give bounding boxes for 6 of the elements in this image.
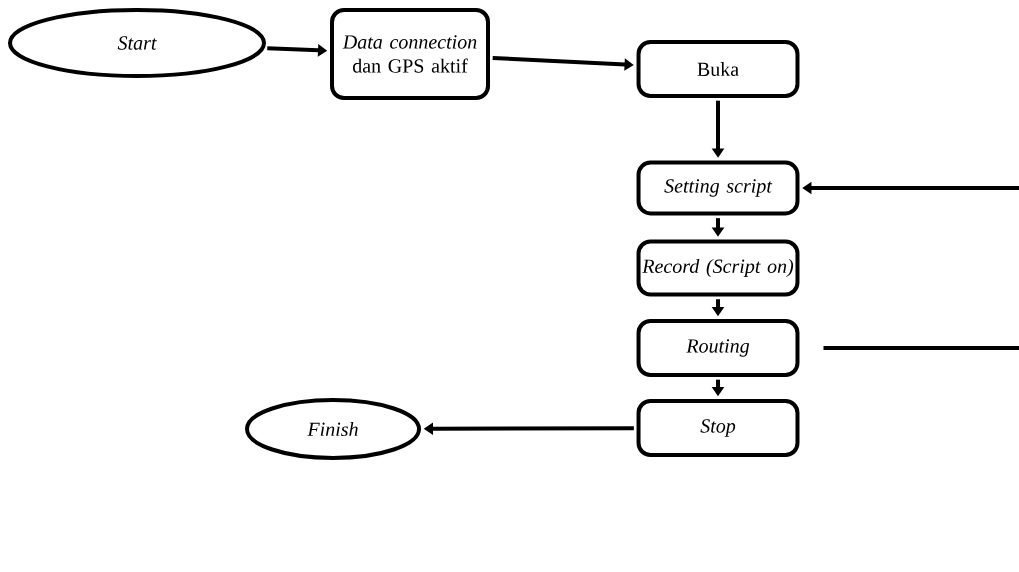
process-box: Data connection dan GPS aktif — [330, 8, 490, 100]
process-box: Buka — [636, 40, 800, 98]
process-box: Routing — [636, 319, 800, 377]
process-box: Setting script — [636, 160, 800, 216]
process-box: Stop — [636, 399, 800, 457]
process-box: Record (Script on) — [636, 239, 800, 297]
